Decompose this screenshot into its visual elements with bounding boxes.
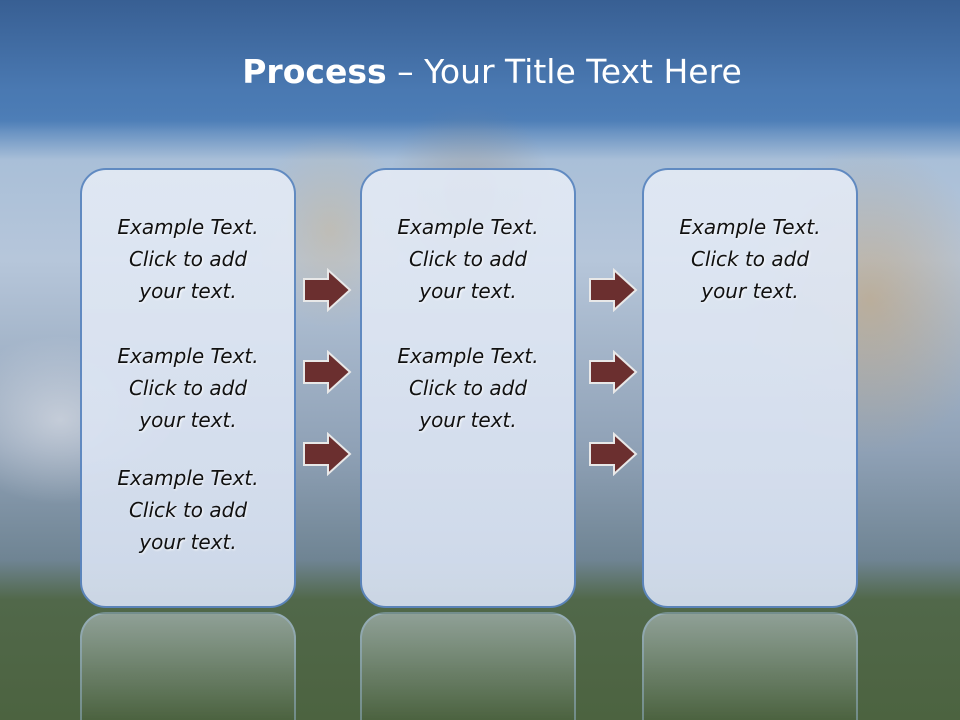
arrow-right-icon [589, 350, 638, 394]
text-line: Click to add [128, 498, 248, 522]
arrow-right-icon [589, 268, 638, 312]
title-rest: – Your Title Text Here [397, 52, 742, 91]
text-line: your text. [139, 279, 237, 303]
text-line: Example Text. [117, 466, 259, 490]
box-reflection-3 [642, 612, 858, 720]
text-line: your text. [701, 279, 799, 303]
process-box-3[interactable] [642, 168, 858, 608]
text-line: Example Text. [397, 215, 539, 239]
title-bold: Process [242, 52, 387, 91]
arrow-right-icon [303, 350, 352, 394]
text-line: Example Text. [117, 344, 259, 368]
text-line: your text. [139, 408, 237, 432]
text-block[interactable]: Example Text. Click to add your text. [80, 211, 296, 307]
text-line: your text. [139, 530, 237, 554]
arrow-right-icon [303, 268, 352, 312]
text-block[interactable]: Example Text. Click to add your text. [80, 462, 296, 558]
text-line: Example Text. [117, 215, 259, 239]
box-reflection-2 [360, 612, 576, 720]
text-line: Click to add [128, 376, 248, 400]
text-block[interactable]: Example Text. Click to add your text. [360, 211, 576, 307]
text-line: Click to add [690, 247, 810, 271]
text-line: your text. [419, 408, 517, 432]
box-reflection-1 [80, 612, 296, 720]
arrow-right-icon [303, 432, 352, 476]
process-box-2[interactable] [360, 168, 576, 608]
slide-title[interactable]: Process – Your Title Text Here [0, 52, 960, 91]
process-box-1[interactable] [80, 168, 296, 608]
arrow-right-icon [589, 432, 638, 476]
text-line: Example Text. [397, 344, 539, 368]
text-block[interactable]: Example Text. Click to add your text. [360, 340, 576, 436]
text-line: your text. [419, 279, 517, 303]
text-line: Click to add [408, 247, 528, 271]
title-band [0, 0, 960, 130]
text-line: Click to add [408, 376, 528, 400]
text-block[interactable]: Example Text. Click to add your text. [80, 340, 296, 436]
text-block[interactable]: Example Text. Click to add your text. [642, 211, 858, 307]
text-line: Click to add [128, 247, 248, 271]
text-line: Example Text. [679, 215, 821, 239]
